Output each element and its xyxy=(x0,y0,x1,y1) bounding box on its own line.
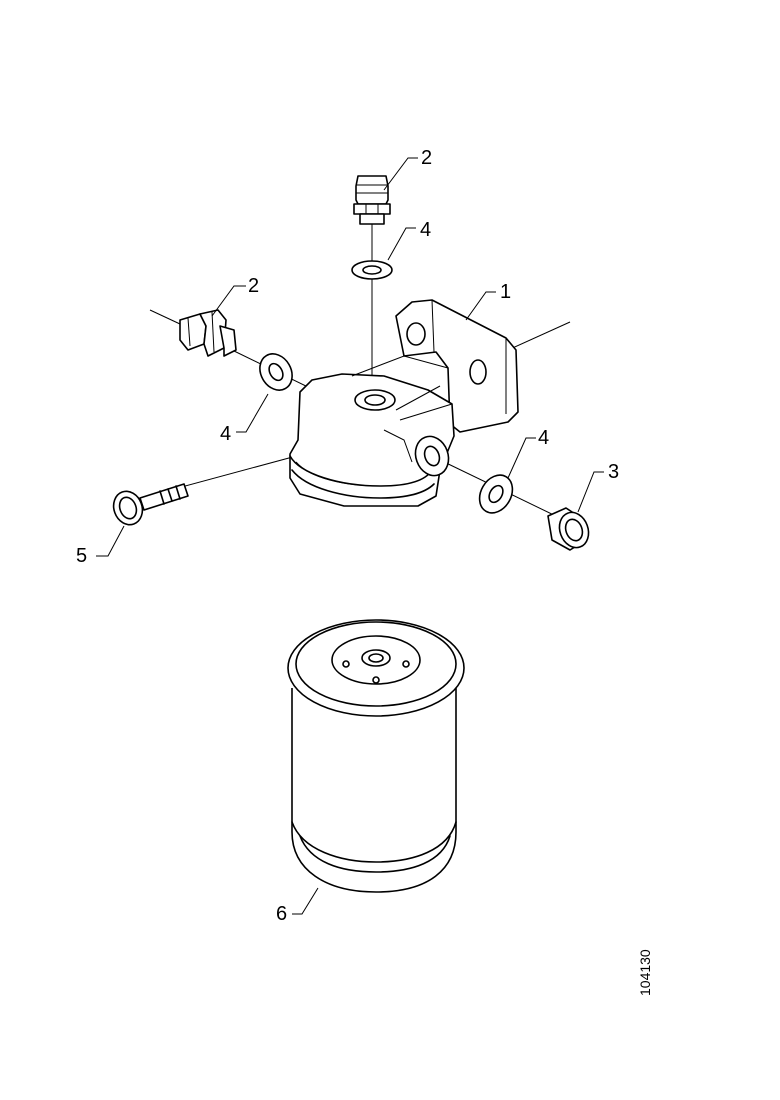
filter-cartridge xyxy=(287,619,465,893)
fitting-left xyxy=(179,309,237,357)
callout-4-right: 4 xyxy=(538,427,549,449)
callout-5: 5 xyxy=(76,545,87,567)
plug xyxy=(547,507,590,551)
callout-2-top: 2 xyxy=(421,147,432,169)
callout-4-left: 4 xyxy=(220,423,231,445)
callout-4-top: 4 xyxy=(420,219,431,241)
fitting-top xyxy=(353,175,391,225)
washer-top xyxy=(351,260,393,280)
callout-labels: 2 4 2 1 4 4 3 5 6 xyxy=(76,147,619,925)
callout-1: 1 xyxy=(500,281,511,303)
callout-6: 6 xyxy=(276,903,287,925)
reference-number: 104130 xyxy=(637,949,653,996)
callout-3: 3 xyxy=(608,461,619,483)
washer-right xyxy=(478,474,514,514)
callout-leaders xyxy=(96,157,604,915)
filter-head-bracket xyxy=(289,299,519,507)
callout-2-left: 2 xyxy=(248,275,259,297)
bolt xyxy=(112,483,189,526)
washer-left xyxy=(259,353,293,391)
